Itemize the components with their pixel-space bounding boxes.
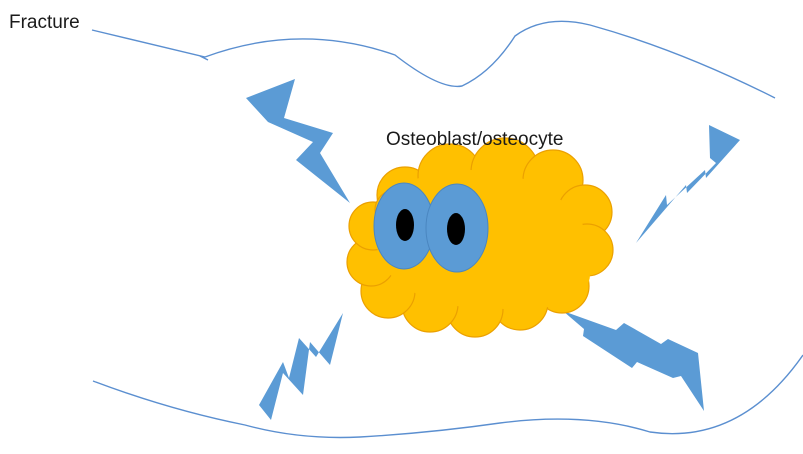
lightning-bolt-top-left-icon	[246, 79, 350, 203]
fracture-label: Fracture	[9, 12, 80, 33]
lightning-bolt-bottom-right-icon	[563, 311, 704, 411]
bone-outline-top	[92, 21, 775, 98]
right-pupil-icon	[447, 213, 465, 245]
lightning-bolt-bottom-left-icon	[259, 313, 343, 420]
lightning-bolt-top-right-icon	[636, 125, 740, 243]
cell-label: Osteoblast/osteocyte	[386, 129, 563, 150]
left-pupil-icon	[396, 209, 414, 241]
